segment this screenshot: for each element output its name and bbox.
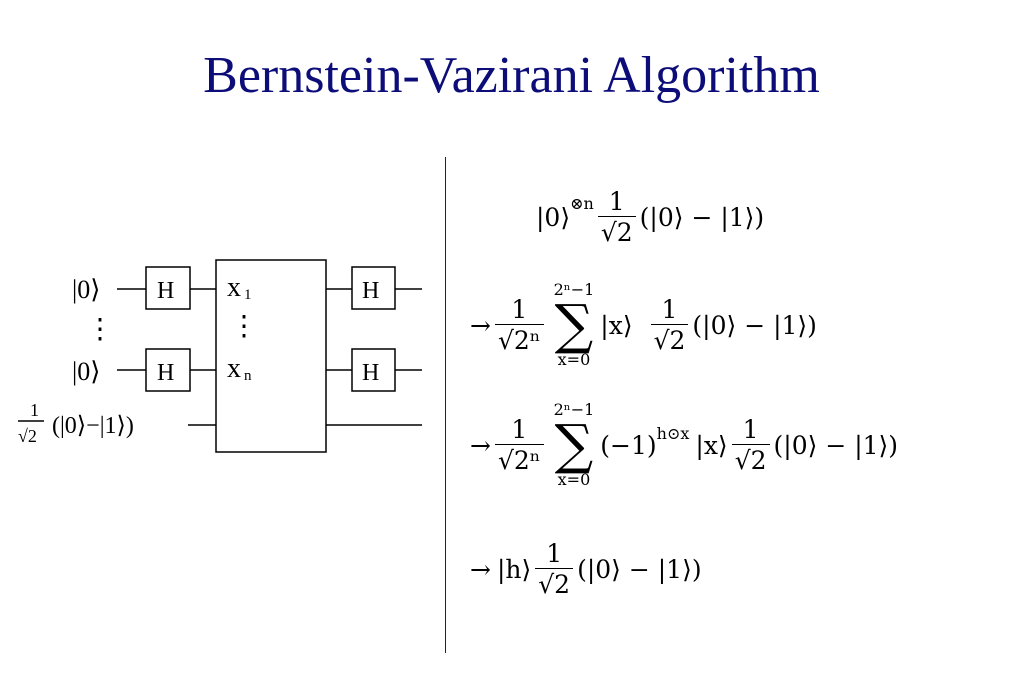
eq3-frac: 1 √2ⁿ: [494, 415, 544, 475]
eq3-frac2: 1 √2: [731, 415, 770, 475]
page-title: Bernstein-Vazirani Algorithm: [203, 47, 820, 104]
eq1-frac: 1 √2: [597, 187, 636, 247]
eq3-arrow: →: [470, 430, 491, 460]
eq3-tail: (|0⟩ − |1⟩): [773, 430, 899, 460]
eq1-tail: (|0⟩ − |1⟩): [639, 202, 765, 232]
eq2-tail: (|0⟩ − |1⟩): [692, 310, 817, 340]
h-gate-label: H: [362, 278, 379, 304]
eq2-arrow: →: [470, 310, 491, 340]
equation-2: → 1 √2ⁿ 2ⁿ−1 ∑ x=0 |x⟩ 1 √2 (|0⟩ − |1⟩): [470, 282, 817, 368]
equation-3: → 1 √2ⁿ 2ⁿ−1 ∑ x=0 (−1) h⊙x |x⟩ 1 √2 (|0…: [470, 402, 898, 488]
eq4-frac: 1 √2: [535, 539, 574, 599]
eq2-den: √2ⁿ: [494, 323, 544, 355]
oracle-xn: x: [227, 353, 241, 384]
eq2-upper: 2ⁿ−1: [553, 280, 595, 299]
oracle-dots: ⋮: [230, 311, 258, 342]
oracle-x1-sub: 1: [244, 287, 252, 303]
equation-4: → |h⟩ 1 √2 (|0⟩ − |1⟩): [470, 540, 702, 598]
eq2-den2: √2: [650, 323, 689, 355]
h-gate-label: H: [362, 360, 379, 386]
eq3-num2: 1: [742, 415, 759, 444]
eq3-lower: x=0: [557, 470, 591, 489]
eq2-sum: 2ⁿ−1 ∑ x=0: [554, 282, 595, 368]
eq4-den: √2: [535, 567, 574, 599]
ancilla-state: (|0⟩−|1⟩): [52, 413, 134, 439]
eq1-ket: |0⟩: [536, 202, 571, 232]
input-label-top: |0⟩: [72, 275, 100, 304]
eq2-lower: x=0: [557, 350, 591, 369]
eq3-den2: √2: [731, 443, 770, 475]
ancilla-frac-den: √2: [18, 426, 37, 446]
eq3-num: 1: [511, 415, 528, 444]
eq3-phase: (−1): [600, 430, 657, 460]
eq1-num: 1: [608, 187, 625, 216]
eq2-frac2: 1 √2: [650, 295, 689, 355]
eq3-upper: 2ⁿ−1: [553, 400, 595, 419]
oracle-box: [215, 259, 327, 453]
eq4-tail: (|0⟩ − |1⟩): [577, 554, 702, 584]
ancilla-frac-num: 1: [30, 400, 39, 420]
eq4-arrow: →: [470, 554, 491, 584]
eq3-den: √2ⁿ: [494, 443, 544, 475]
h-gate-bottom-right: [351, 348, 396, 392]
h-gate-top-left: [145, 266, 191, 310]
eq3-sigma: ∑: [554, 413, 594, 476]
eq4-ket: |h⟩: [496, 554, 532, 584]
h-gate-bottom-left: [145, 348, 191, 392]
eq3-sum: 2ⁿ−1 ∑ x=0: [554, 402, 595, 488]
h-gate-label: H: [157, 360, 174, 386]
eq2-ket: |x⟩: [600, 310, 633, 340]
oracle-x1: x: [227, 272, 241, 303]
eq1-sup: ⊗n: [570, 194, 594, 213]
eq2-num: 1: [511, 295, 528, 324]
eq1-den: √2: [597, 215, 636, 247]
eq2-num2: 1: [661, 295, 678, 324]
input-dots: ⋮: [86, 314, 114, 345]
eq2-sigma: ∑: [554, 293, 594, 356]
eq3-phase-sup: h⊙x: [656, 424, 690, 443]
quantum-circuit: |0⟩ ⋮ |0⟩ 1 √2 (|0⟩−|1⟩) H H H H x 1 ⋮ x…: [18, 259, 422, 453]
oracle-xn-sub: n: [244, 368, 252, 384]
h-gate-label: H: [157, 278, 174, 304]
eq2-frac: 1 √2ⁿ: [494, 295, 544, 355]
vertical-divider: [445, 157, 446, 653]
eq4-num: 1: [546, 539, 563, 568]
eq3-ket: |x⟩: [695, 430, 728, 460]
equation-1: |0⟩ ⊗n 1 √2 (|0⟩ − |1⟩): [536, 188, 764, 246]
input-label-bottom: |0⟩: [72, 357, 100, 386]
h-gate-top-right: [351, 266, 396, 310]
